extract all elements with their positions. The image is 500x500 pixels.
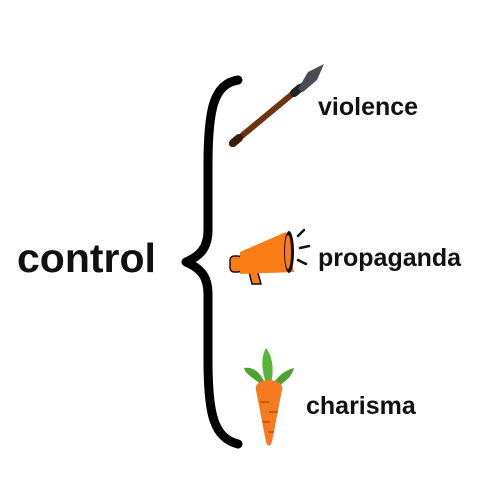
main-concept-label: control xyxy=(17,235,156,281)
curly-brace xyxy=(181,75,243,449)
carrot-icon xyxy=(244,348,294,446)
megaphone-icon xyxy=(229,228,311,285)
method-label-propaganda: propaganda xyxy=(318,244,462,272)
method-label-violence: violence xyxy=(318,93,419,121)
method-label-charisma: charisma xyxy=(306,392,416,420)
spear-icon xyxy=(229,64,324,147)
